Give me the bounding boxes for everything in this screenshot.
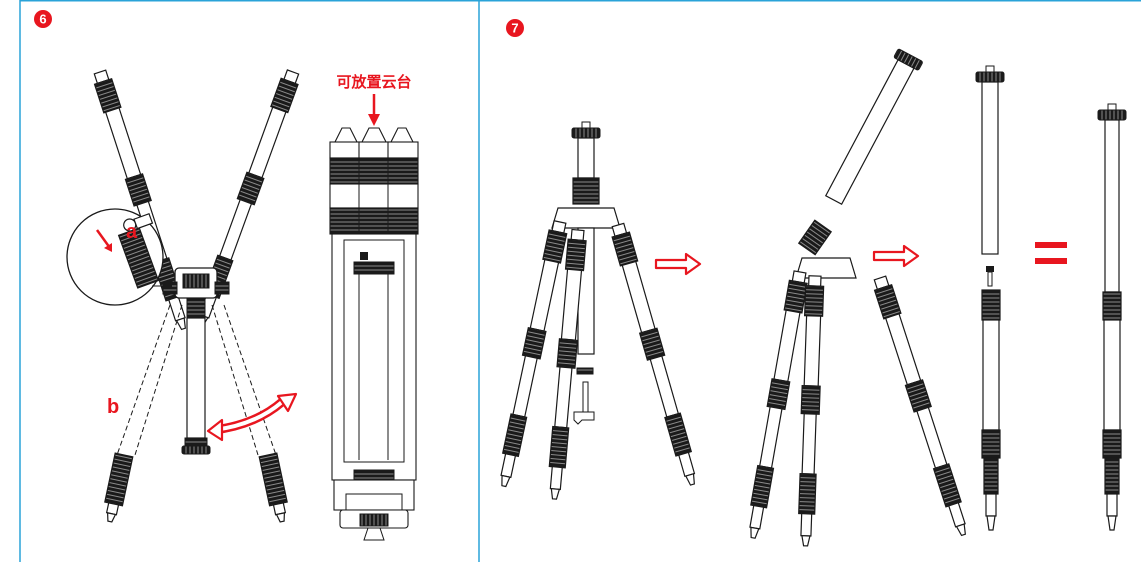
label-a: a (126, 221, 138, 243)
rotation-arrow (206, 392, 298, 442)
folded-tripod (329, 127, 419, 541)
step-number-6: 6 (39, 12, 46, 27)
label-b: b (107, 396, 119, 418)
center-column (181, 317, 211, 455)
arrow-right-2 (872, 244, 920, 268)
folded-leg-foot-right (258, 452, 288, 523)
caption-arrow (368, 94, 380, 126)
zoom-inset (66, 208, 172, 306)
tripod-full (494, 121, 702, 501)
step-badge-6: 6 (34, 10, 52, 28)
panel-frames (19, 0, 1141, 562)
panel-step-6: 6 (34, 10, 419, 541)
folded-leg-foot-left (104, 452, 134, 523)
tripod-hub (162, 267, 230, 319)
equals-sign: = (1035, 242, 1067, 264)
monopod-assembled (1097, 103, 1127, 531)
step-number-7: 7 (511, 21, 518, 36)
caption-can-mount-head: 可放置云台 (336, 73, 411, 91)
step-badge-7: 7 (506, 19, 524, 37)
dashed-leg-left (116, 304, 183, 456)
panel-step-7: 7 (494, 19, 1127, 547)
monopod-exploded (975, 65, 1005, 531)
arrow-right-1 (654, 252, 702, 276)
dashed-leg-right (211, 304, 277, 456)
tripod-column-removed (743, 48, 973, 547)
